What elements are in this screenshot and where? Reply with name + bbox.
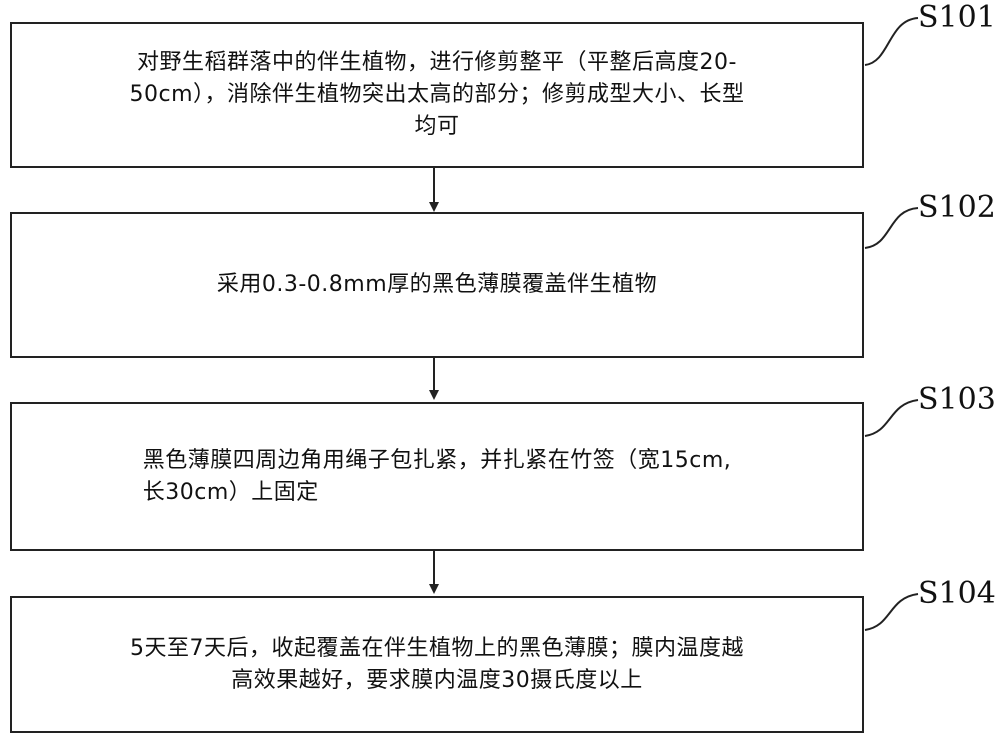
step-id-s104: S104	[918, 576, 996, 611]
step-text-s101: 对野生稻群落中的伴生植物，进行修剪整平（平整后高度20- 50cm），消除伴生植…	[129, 47, 744, 143]
step-text-s102: 采用0.3-0.8mm厚的黑色薄膜覆盖伴生植物	[217, 269, 657, 301]
step-box-s104: 5天至7天后，收起覆盖在伴生植物上的黑色薄膜；膜内温度越 高效果越好，要求膜内温…	[10, 596, 864, 733]
step-box-s103: 黑色薄膜四周边角用绳子包扎紧，并扎紧在竹签（宽15cm, 长30cm）上固定	[10, 402, 864, 551]
leader-s103	[864, 399, 919, 437]
step-id-s102: S102	[918, 190, 996, 225]
step-box-s102: 采用0.3-0.8mm厚的黑色薄膜覆盖伴生植物	[10, 212, 864, 358]
arrowhead-s102-s103	[429, 390, 439, 400]
step-text-s104: 5天至7天后，收起覆盖在伴生植物上的黑色薄膜；膜内温度越 高效果越好，要求膜内温…	[130, 633, 744, 697]
step-text-line: 黑色薄膜四周边角用绳子包扎紧，并扎紧在竹签（宽15cm,	[142, 447, 732, 473]
step-text-line: 50cm），消除伴生植物突出太高的部分；修剪成型大小、长型	[129, 82, 745, 107]
step-id-s101: S101	[918, 0, 996, 35]
step-text-line: 5天至7天后，收起覆盖在伴生植物上的黑色薄膜；膜内温度越	[130, 635, 744, 661]
step-text-line: 采用0.3-0.8mm厚的黑色薄膜覆盖伴生植物	[216, 272, 658, 297]
arrowhead-s103-s104	[429, 584, 439, 594]
arrowhead-s101-s102	[429, 202, 439, 212]
step-text-s103: 黑色薄膜四周边角用绳子包扎紧，并扎紧在竹签（宽15cm, 长30cm）上固定	[143, 445, 732, 509]
step-text-line: 对野生稻群落中的伴生植物，进行修剪整平（平整后高度20-	[137, 50, 737, 75]
leader-s101	[864, 17, 919, 66]
leader-s102	[864, 207, 919, 249]
step-text-line: 长30cm）上固定	[142, 479, 319, 505]
step-box-s101: 对野生稻群落中的伴生植物，进行修剪整平（平整后高度20- 50cm），消除伴生植…	[10, 22, 864, 168]
step-id-s103: S103	[918, 382, 996, 417]
step-text-line: 均可	[414, 114, 460, 139]
leader-s104	[864, 593, 919, 631]
step-text-line: 高效果越好，要求膜内温度30摄氏度以上	[231, 667, 643, 693]
